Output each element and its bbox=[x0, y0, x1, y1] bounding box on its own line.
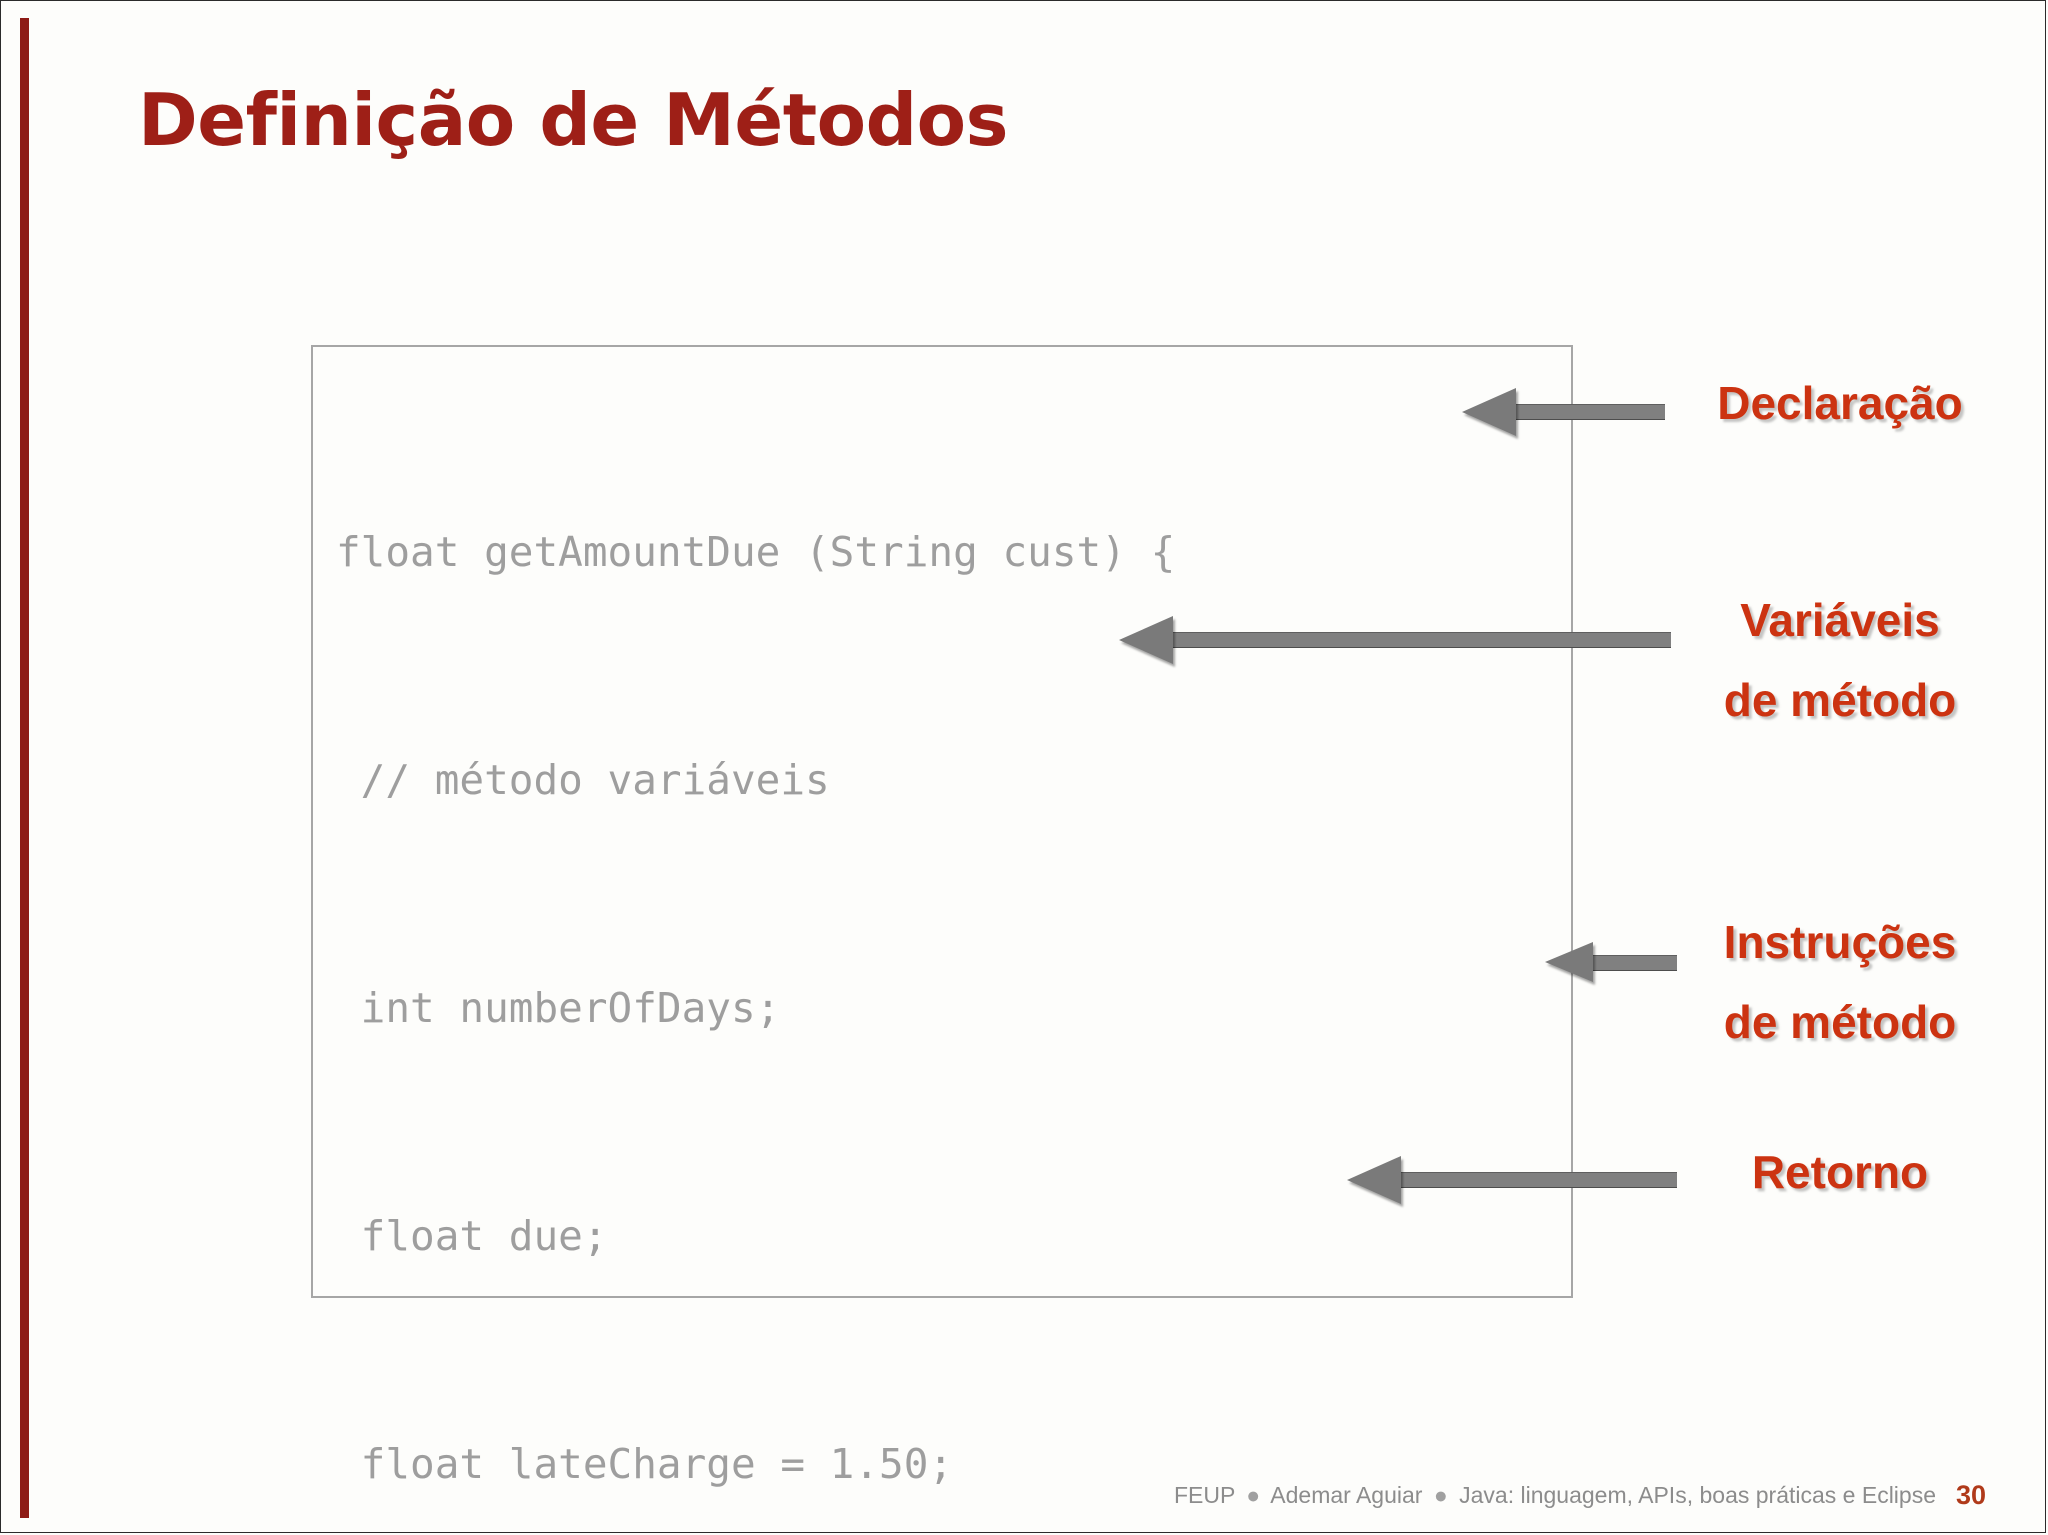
footer: FEUP ● Ademar Aguiar ● Java: linguagem, … bbox=[1174, 1482, 1936, 1509]
annotation-line-1: Variáveis bbox=[1740, 594, 1940, 646]
footer-institution: FEUP bbox=[1173, 1482, 1235, 1508]
footer-course: Java: linguagem, APIs, boas práticas e E… bbox=[1459, 1482, 1936, 1508]
code-line: float due; bbox=[336, 1212, 608, 1260]
footer-separator-icon: ● bbox=[1433, 1482, 1448, 1508]
annotation-instrucoes: Instruções de método bbox=[1700, 915, 1980, 1049]
annotation-variaveis: Variáveis de método bbox=[1700, 593, 1980, 727]
footer-separator-icon: ● bbox=[1246, 1482, 1261, 1508]
page-number: 30 bbox=[1955, 1480, 1986, 1510]
code-block-border bbox=[311, 345, 1573, 1298]
annotation-line-1: Retorno bbox=[1751, 1146, 1929, 1198]
annotation-line-2: de método bbox=[1723, 996, 1957, 1048]
code-block: float getAmountDue (String cust) { // mé… bbox=[336, 362, 1566, 1535]
annotation-line-2: de método bbox=[1723, 674, 1957, 726]
annotation-declaracao: Declaração bbox=[1700, 376, 1980, 430]
code-line: // método variáveis bbox=[336, 756, 830, 804]
page-title: Definição de Métodos bbox=[138, 78, 1009, 162]
code-line: int numberOfDays; bbox=[336, 984, 781, 1032]
footer-author: Ademar Aguiar bbox=[1270, 1482, 1423, 1508]
annotation-line-1: Declaração bbox=[1717, 377, 1963, 429]
left-accent-bar bbox=[20, 18, 29, 1518]
code-line: float lateCharge = 1.50; bbox=[336, 1440, 954, 1488]
annotation-retorno: Retorno bbox=[1700, 1145, 1980, 1199]
code-line: float getAmountDue (String cust) { bbox=[336, 528, 1176, 576]
annotation-line-1: Instruções bbox=[1723, 916, 1957, 968]
